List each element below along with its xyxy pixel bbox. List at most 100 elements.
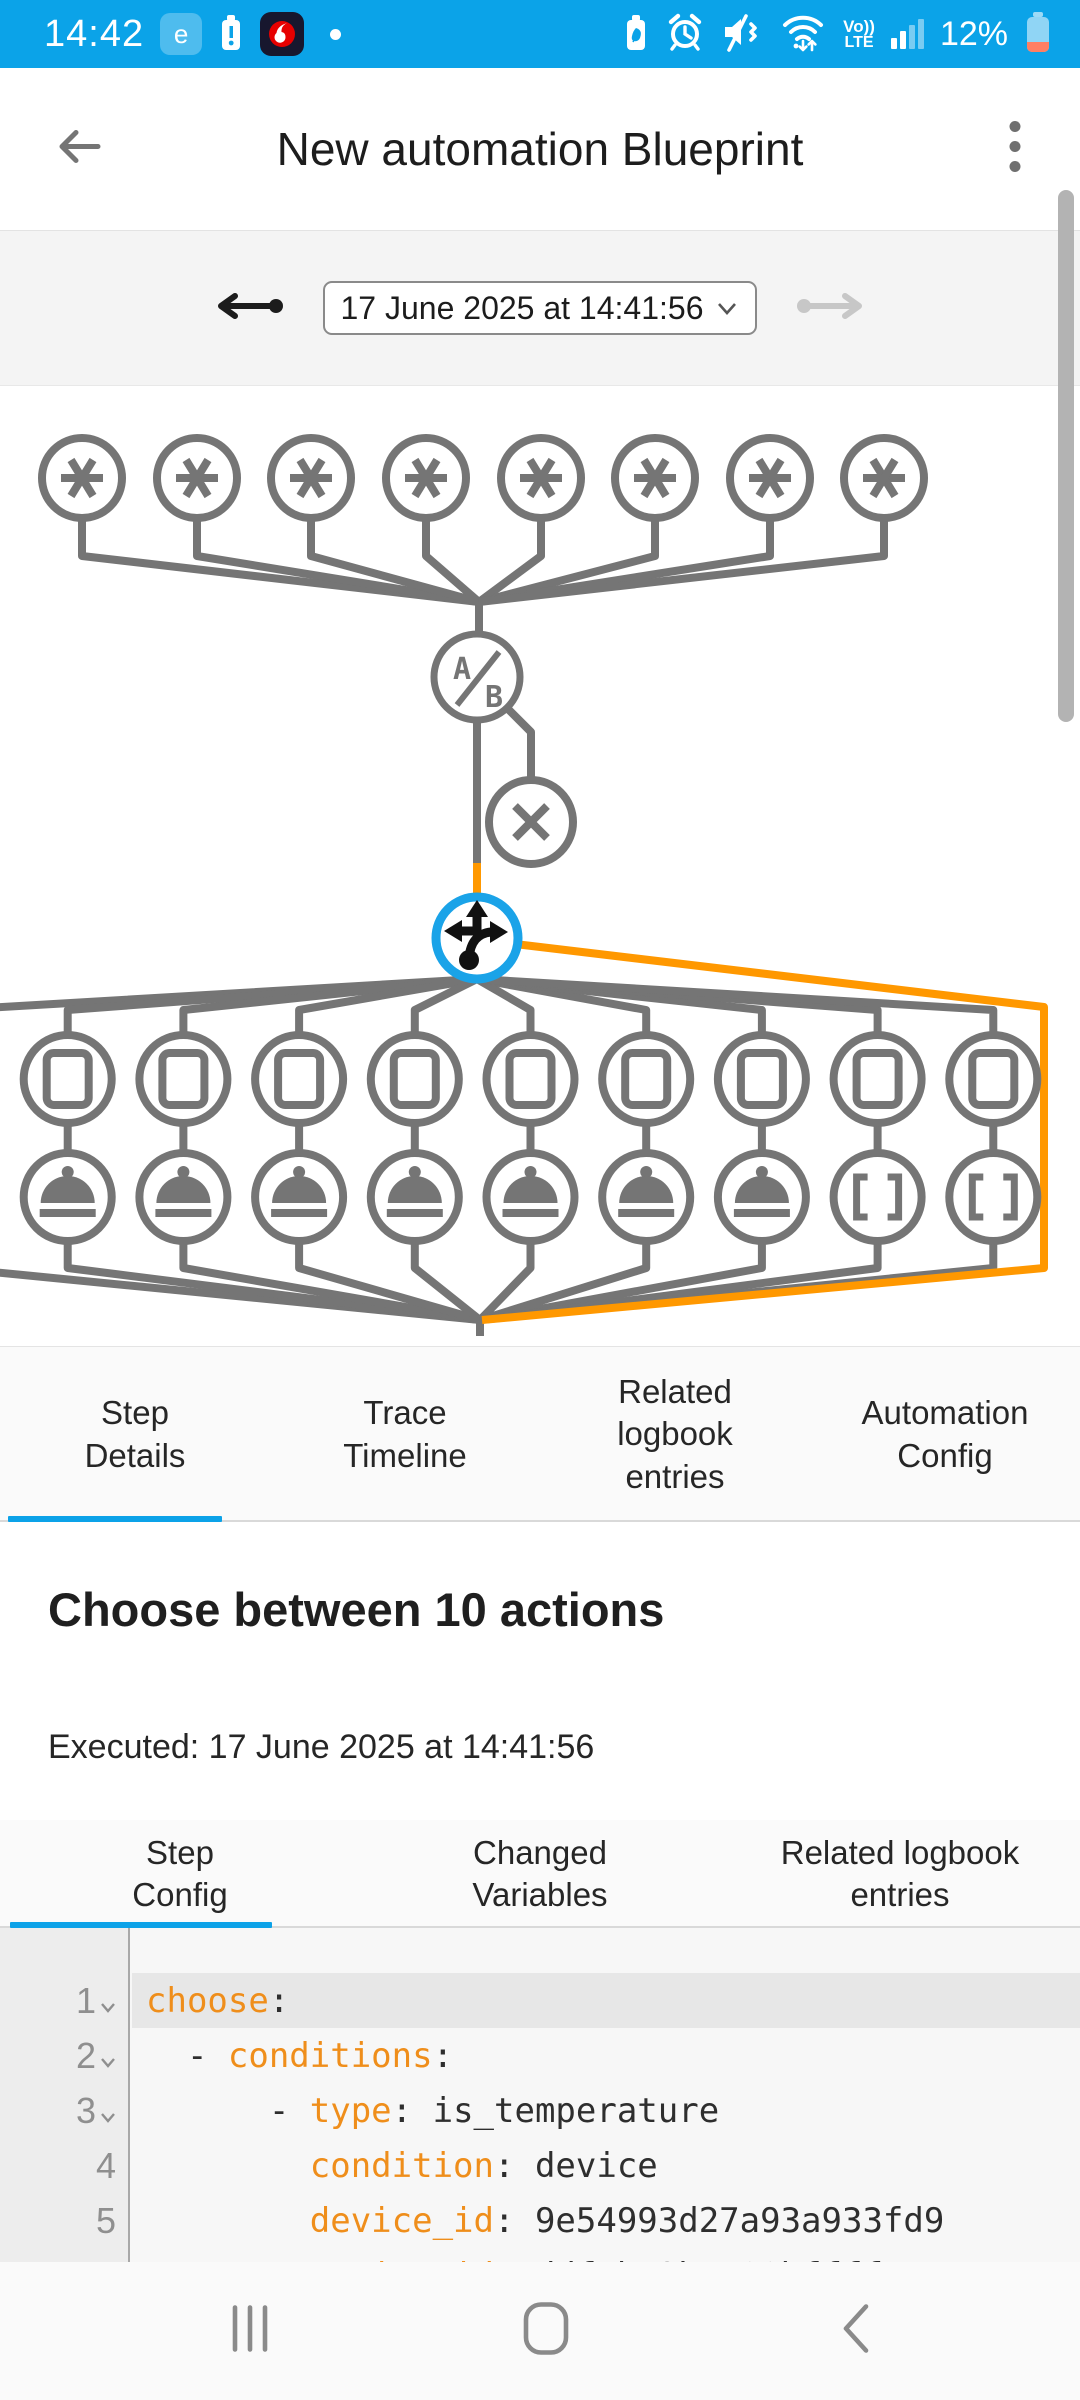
square-outline-icon [968, 1049, 1019, 1109]
detail-tabs: Step Details Trace Timeline Related logboo… [0, 1346, 1080, 1522]
square-outline-icon [42, 1049, 93, 1109]
active-line-highlight [132, 1973, 1080, 2028]
asterisk-icon [634, 457, 676, 499]
line-number: 5 [95, 2199, 116, 2241]
trigger-node[interactable] [38, 434, 126, 522]
square-outline-icon [274, 1049, 325, 1109]
action-node[interactable] [829, 1031, 926, 1127]
home-icon[interactable] [523, 2302, 569, 2361]
trigger-node[interactable] [611, 434, 699, 522]
service-node[interactable] [251, 1149, 348, 1245]
subtabs-divider [0, 1926, 1080, 1928]
asterisk-icon [61, 457, 103, 499]
active-tab-underline [8, 1516, 222, 1522]
subtab-related-logbook-entries[interactable]: Related logbook entries [780, 1833, 1020, 1913]
list-node[interactable] [945, 1149, 1042, 1245]
volte-label: Vo)) LTE [843, 16, 875, 51]
line-number: 4 [95, 2144, 116, 2186]
action-node[interactable] [366, 1031, 463, 1127]
subtab-step-config[interactable]: Step Config [0, 1820, 360, 1928]
status-bar: 14:42 e Vo)) LTE [0, 0, 1080, 68]
back-nav-icon[interactable] [840, 2303, 870, 2360]
service-node[interactable] [19, 1149, 116, 1245]
overflow-menu-button[interactable] [1008, 120, 1022, 179]
battery-percent: 12% [939, 14, 1008, 53]
tab-automation-config[interactable]: Automation Config [861, 1394, 1029, 1474]
next-trace-button[interactable] [795, 292, 867, 324]
alarm-icon [665, 12, 705, 57]
app-header: New automation Blueprint [0, 68, 1080, 230]
choose-node-selected[interactable] [431, 892, 523, 984]
room-service-icon [618, 1166, 675, 1217]
line-number: 3 [0, 2083, 128, 2138]
trace-select[interactable]: 17 June 2025 at 14:41:56 [322, 281, 758, 335]
trigger-node[interactable] [840, 434, 928, 522]
recents-icon[interactable] [225, 2304, 275, 2359]
asterisk-icon [176, 457, 218, 499]
code-line: choose: [146, 1980, 290, 2021]
square-outline-icon [389, 1049, 440, 1109]
trigger-node[interactable] [726, 434, 814, 522]
room-service-icon [386, 1166, 443, 1217]
asterisk-icon [290, 457, 332, 499]
trigger-node[interactable] [382, 434, 470, 522]
mute-vibrate-icon [721, 12, 763, 57]
previous-trace-button[interactable] [213, 292, 285, 324]
tab-step-details[interactable]: Step Details [0, 1347, 270, 1522]
e-app-icon: e [160, 13, 203, 55]
battery-saver-icon [623, 12, 649, 57]
ab-test-icon: AB [453, 650, 503, 715]
service-node[interactable] [713, 1149, 810, 1245]
room-service-icon [502, 1166, 559, 1217]
page-scrollbar-thumb[interactable] [1058, 190, 1074, 722]
code-line: - type: is_temperature [146, 2090, 720, 2131]
line-number: 6 [0, 2248, 128, 2263]
vodafone-icon [260, 12, 305, 56]
fold-arrow-icon[interactable] [100, 2057, 116, 2068]
trigger-node[interactable] [267, 434, 355, 522]
svg-text:A: A [453, 652, 471, 687]
square-outline-icon [505, 1049, 556, 1109]
room-service-icon [271, 1166, 328, 1217]
wifi-icon [779, 11, 827, 58]
service-node[interactable] [598, 1149, 695, 1245]
action-node[interactable] [135, 1031, 232, 1127]
action-node[interactable] [713, 1031, 810, 1127]
code-line: condition: device [309, 2145, 658, 2186]
close-x-icon [512, 803, 550, 841]
action-node[interactable] [19, 1031, 116, 1127]
trigger-node[interactable] [153, 434, 241, 522]
executed-timestamp: Executed: 17 June 2025 at 14:41:56 [48, 1728, 595, 1766]
editor-gutter: 123456 [0, 1928, 130, 2262]
svg-text:B: B [485, 680, 503, 715]
stop-node[interactable] [485, 776, 577, 868]
action-node[interactable] [251, 1031, 348, 1127]
code-line: - conditions: [146, 2035, 454, 2076]
fold-arrow-icon[interactable] [100, 2112, 116, 2123]
list-node[interactable] [829, 1149, 926, 1245]
tab-related-logbook-entries[interactable]: Related logbook entries [617, 1373, 733, 1495]
service-node[interactable] [366, 1149, 463, 1245]
fold-arrow-icon[interactable] [100, 2002, 116, 2013]
trace-select-value: 17 June 2025 at 14:41:56 [340, 289, 704, 326]
square-outline-icon [158, 1049, 209, 1109]
square-outline-icon [621, 1049, 672, 1109]
tab-trace-timeline[interactable]: Trace Timeline [343, 1394, 467, 1474]
executed-path [481, 940, 1048, 1324]
service-node[interactable] [482, 1149, 579, 1245]
battery-icon [1024, 10, 1052, 59]
action-node[interactable] [945, 1031, 1042, 1127]
trigger-node[interactable] [497, 434, 585, 522]
code-brackets-icon [968, 1173, 1018, 1221]
yaml-editor[interactable]: choose: - conditions: - type: is_tempera… [0, 1928, 1080, 2262]
action-node[interactable] [482, 1031, 579, 1127]
service-node[interactable] [135, 1149, 232, 1245]
line-number: 2 [0, 2028, 128, 2083]
notification-dot [330, 28, 342, 40]
action-node[interactable] [598, 1031, 695, 1127]
subtab-changed-variables[interactable]: Changed Variables [472, 1833, 608, 1913]
back-button[interactable] [52, 127, 104, 172]
android-nav-bar [0, 2262, 1080, 2400]
condition-node[interactable]: AB [430, 630, 524, 724]
clock-time: 14:42 [44, 12, 145, 55]
